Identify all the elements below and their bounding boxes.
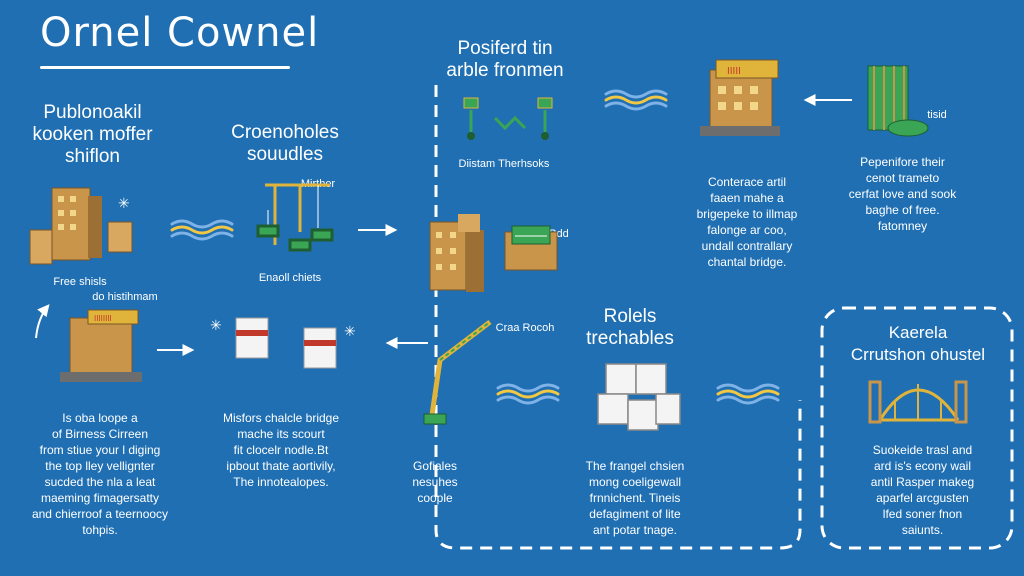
s3-label-1: Diistam Therhsoks: [458, 158, 550, 170]
wave-link-1: [170, 219, 234, 241]
building-left-icon: IIIIIIII: [60, 309, 142, 382]
title-underline: [40, 66, 290, 69]
s1-heading: Publonoakil kooken moffer shiflon: [32, 102, 153, 167]
drone-pair-icon: [463, 97, 553, 140]
ferris-bridge-icon: [868, 380, 968, 424]
svg-text:✳: ✳: [210, 317, 222, 333]
dashed-frame-center: [434, 85, 802, 550]
s1-label-1: Free shisls: [53, 276, 107, 288]
wave-link-2: [604, 89, 668, 111]
s10-paragraph: Suokeide trasl and ard is's econy wail a…: [870, 443, 975, 537]
barrel-crate-icon: [504, 225, 558, 271]
stacked-cubes-icon: [597, 363, 681, 431]
crates-icon: ✳ ✳: [210, 317, 356, 369]
crane-icon: [256, 183, 334, 252]
s5-label-1: tisid: [927, 109, 947, 121]
s9-paragraph: The frangel chsien mong coeligewall frnn…: [585, 459, 685, 537]
svg-text:IIIII: IIIII: [727, 66, 741, 77]
signboard-building-icon: IIIII: [700, 59, 780, 136]
svg-text:✳: ✳: [344, 323, 356, 339]
s8-label-1: Craa Rocoh: [495, 322, 555, 334]
svg-text:✳: ✳: [118, 195, 130, 211]
city-cubes-icon: [429, 214, 484, 292]
svg-text:IIIIIIII: IIIIIIII: [94, 314, 112, 323]
s1-label-2: do histihmam: [92, 291, 158, 303]
crane-arm-icon: [423, 320, 492, 425]
dashed-frame-right: [820, 306, 1014, 550]
s5-paragraph: Pepenifore their cenot trameto cerfat lo…: [848, 155, 957, 233]
diagram-title: Ornel Cownel: [40, 10, 320, 56]
s2-label-2: Enaoll chiets: [258, 272, 322, 284]
s9-heading: Rolels trechables: [586, 306, 674, 349]
green-reactor-icon: [867, 65, 929, 137]
s4-paragraph: Conterace artil faaen mahe a brigepeke t…: [696, 175, 798, 269]
wave-link-3: [496, 383, 560, 405]
building-cluster-icon: ✳: [29, 187, 133, 265]
arrow-up-curve: [35, 304, 50, 339]
s7-paragraph: Misfors chalcle bridge mache its scourt …: [222, 411, 340, 489]
s3-heading: Posiferd tin arble fronmen: [446, 38, 564, 81]
s10-heading: Kaerela Crrutshon ohustel: [850, 323, 986, 364]
s6-paragraph: Is oba loope a of Birness Cirreen from s…: [31, 411, 169, 537]
wave-link-4: [716, 383, 780, 405]
s2-heading: Croenoholes souudles: [231, 122, 339, 165]
